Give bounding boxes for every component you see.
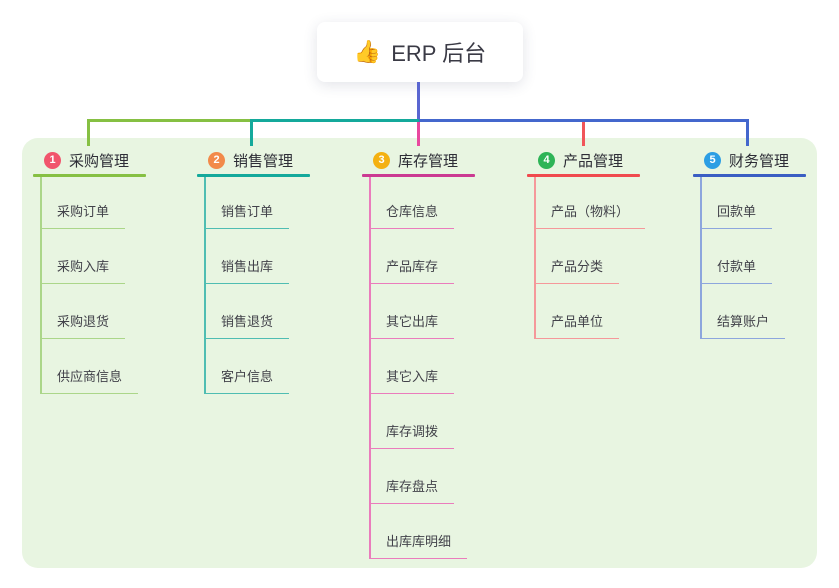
branch-header-sales[interactable]: 2 销售管理 xyxy=(197,148,367,172)
root-title: ERP 后台 xyxy=(391,41,487,66)
badge-4: 4 xyxy=(538,151,555,169)
branch-header-inventory[interactable]: 3 库存管理 xyxy=(362,148,532,172)
child-node[interactable]: 客户信息 xyxy=(204,368,290,394)
branch-underline xyxy=(362,174,475,177)
branch-underline xyxy=(527,174,640,177)
child-node[interactable]: 产品单位 xyxy=(534,313,620,339)
connector-branch5-v xyxy=(746,119,749,146)
branch-finance: 5 财务管理 回款单 付款单 结算账户 xyxy=(693,148,839,568)
branch-header-purchase[interactable]: 1 采购管理 xyxy=(33,148,203,172)
connector-branch2-h xyxy=(251,119,419,122)
root-connector xyxy=(417,82,420,122)
badge-1: 1 xyxy=(44,151,61,169)
branches-panel xyxy=(22,138,817,568)
branch-underline xyxy=(693,174,806,177)
branch-underline xyxy=(197,174,310,177)
child-node[interactable]: 产品分类 xyxy=(534,258,620,284)
child-node[interactable]: 采购退货 xyxy=(40,313,126,339)
branch-product: 4 产品管理 产品（物料） 产品分类 产品单位 xyxy=(527,148,697,568)
child-node[interactable]: 采购入库 xyxy=(40,258,126,284)
child-node[interactable]: 产品（物料） xyxy=(534,203,646,229)
branch-label: 库存管理 xyxy=(398,152,459,170)
child-node[interactable]: 仓库信息 xyxy=(369,203,455,229)
connector-branch1-h xyxy=(87,119,251,122)
badge-5: 5 xyxy=(704,151,721,169)
child-node[interactable]: 产品库存 xyxy=(369,258,455,284)
child-node[interactable]: 销售订单 xyxy=(204,203,290,229)
badge-2: 2 xyxy=(208,151,225,169)
branch-header-product[interactable]: 4 产品管理 xyxy=(527,148,697,172)
connector-branch1-v xyxy=(87,119,90,146)
branch-rail xyxy=(534,177,536,339)
branch-inventory: 3 库存管理 仓库信息 产品库存 其它出库 其它入库 库存调拨 库存盘点 出库库… xyxy=(362,148,532,568)
branch-rail xyxy=(204,177,206,394)
branch-label: 采购管理 xyxy=(69,152,130,170)
child-node[interactable]: 付款单 xyxy=(700,258,773,284)
child-node[interactable]: 库存调拨 xyxy=(369,423,455,449)
root-node[interactable]: 👍 ERP 后台 xyxy=(317,22,523,82)
connector-branch4-v xyxy=(582,122,585,146)
branch-rail xyxy=(700,177,702,339)
branch-underline xyxy=(33,174,146,177)
child-node[interactable]: 采购订单 xyxy=(40,203,126,229)
child-node[interactable]: 销售退货 xyxy=(204,313,290,339)
child-node[interactable]: 出库库明细 xyxy=(369,533,468,559)
child-node[interactable]: 其它入库 xyxy=(369,368,455,394)
branch-label: 销售管理 xyxy=(233,152,294,170)
thumbs-up-icon: 👍 xyxy=(353,39,382,64)
child-node[interactable]: 回款单 xyxy=(700,203,773,229)
branch-label: 产品管理 xyxy=(563,152,624,170)
child-node[interactable]: 库存盘点 xyxy=(369,478,455,504)
child-node[interactable]: 其它出库 xyxy=(369,313,455,339)
branch-sales: 2 销售管理 销售订单 销售出库 销售退货 客户信息 xyxy=(197,148,367,568)
connector-branch2-v xyxy=(250,119,253,146)
branch-rail xyxy=(369,177,371,559)
badge-3: 3 xyxy=(373,151,390,169)
child-node[interactable]: 供应商信息 xyxy=(40,368,139,394)
connector-branch5-h xyxy=(419,119,749,122)
branch-label: 财务管理 xyxy=(729,152,790,170)
child-node[interactable]: 销售出库 xyxy=(204,258,290,284)
child-node[interactable]: 结算账户 xyxy=(700,313,786,339)
branch-purchase: 1 采购管理 采购订单 采购入库 采购退货 供应商信息 xyxy=(33,148,203,568)
connector-branch3-v xyxy=(417,122,420,146)
branch-header-finance[interactable]: 5 财务管理 xyxy=(693,148,839,172)
branch-rail xyxy=(40,177,42,394)
